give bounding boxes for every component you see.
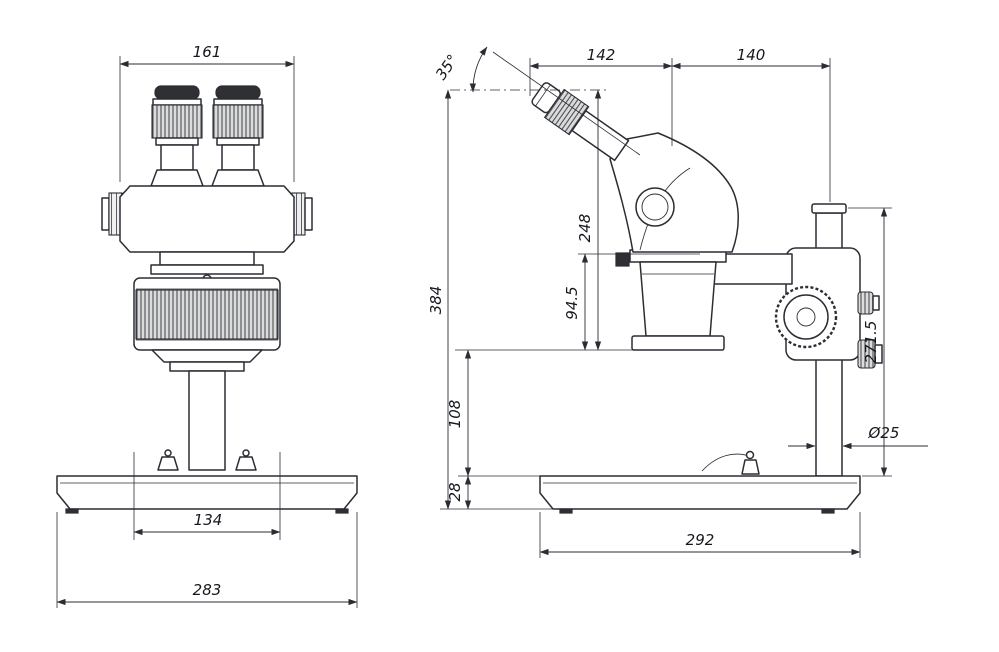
dim-label-eyepoint-height: 248 <box>576 214 594 243</box>
left-knob-cap <box>101 197 110 231</box>
stage-clip-left <box>157 456 179 471</box>
column-cap <box>811 203 847 214</box>
zoom-barrel-knurling <box>135 289 279 340</box>
eyepiece-tube-body <box>571 110 630 162</box>
dim-base-width: 283 <box>56 512 358 608</box>
stage-clip-knob-right <box>242 449 250 457</box>
dim-label-focus-range: 94.5 <box>563 286 581 319</box>
head-neck <box>159 251 255 266</box>
dim-body-diameter: 134 <box>133 452 281 540</box>
lock-knob-upper <box>857 291 874 315</box>
dim-label-column-diameter: Ø25 <box>868 424 900 442</box>
column-front <box>188 370 226 471</box>
dim-eyepoint-height: 248 <box>455 89 648 351</box>
stage-clip-knob-side <box>745 450 755 460</box>
eyepiece-left <box>150 85 204 187</box>
dim-tilt-angle: 35° <box>432 46 488 93</box>
base-foot-left <box>65 508 79 514</box>
dim-label-head-length: 142 <box>587 46 616 64</box>
eyepiece-tube <box>160 144 194 171</box>
dim-head-width: 161 <box>119 43 295 182</box>
objective-ring <box>169 361 245 372</box>
base-side <box>539 475 861 510</box>
stage-clip-knob-left <box>164 449 172 457</box>
dim-label-base-depth: 292 <box>686 531 715 549</box>
base-front <box>56 475 358 510</box>
head-side <box>609 132 739 253</box>
dim-label-body-diameter: 134 <box>194 511 223 529</box>
dim-label-head-to-column: 140 <box>737 46 766 64</box>
front-view: 161 134 283 <box>56 43 358 608</box>
dim-base-thickness: 28 <box>446 475 472 510</box>
dim-column-diameter: Ø25 <box>788 424 928 450</box>
diopter-knurled-ring <box>151 104 203 139</box>
eyepiece-collar <box>155 137 199 146</box>
eyepiece-tube-side <box>531 82 630 162</box>
dim-column-height: 271.5 <box>848 207 892 477</box>
side-view: 35° 142 140 384 248 94.5 <box>427 46 928 558</box>
base-foot-rear <box>821 508 835 514</box>
eyecup <box>154 85 200 100</box>
dim-label-base-width: 283 <box>193 581 222 599</box>
dim-label-base-thickness: 28 <box>446 482 464 501</box>
dim-focus-range: 94.5 <box>563 253 700 351</box>
right-knob-cap <box>304 197 313 231</box>
dim-head-length: 142 <box>529 46 673 146</box>
dim-label-head-width: 161 <box>193 43 222 61</box>
stage-clip-right <box>235 456 257 471</box>
binocular-head <box>119 185 295 253</box>
dim-base-depth: 292 <box>539 512 861 558</box>
pod-latch <box>615 252 630 267</box>
base-foot-front <box>559 508 573 514</box>
dim-label-tilt-angle: 35° <box>432 51 462 83</box>
focus-knob <box>783 294 829 340</box>
dim-label-column-height: 271.5 <box>862 321 880 364</box>
dim-head-to-column: 140 <box>671 46 831 202</box>
dim-label-total-height: 384 <box>427 286 445 315</box>
lock-knob-upper-cap <box>872 295 880 311</box>
base-foot-right <box>335 508 349 514</box>
objective-flange <box>631 335 725 351</box>
pod-body <box>639 261 717 337</box>
objective-taper <box>151 349 263 363</box>
eyepiece-rim <box>152 98 202 106</box>
eyepiece-right <box>211 85 265 187</box>
tube-axis-construction-line <box>492 51 641 156</box>
stage-clip-side <box>741 459 760 475</box>
eyepiece-flare <box>150 169 204 187</box>
dim-working-clearance: 108 <box>446 349 540 477</box>
dim-label-working-clearance: 108 <box>446 400 464 429</box>
mount-flange <box>150 264 264 275</box>
dim-total-height: 384 <box>427 89 553 510</box>
